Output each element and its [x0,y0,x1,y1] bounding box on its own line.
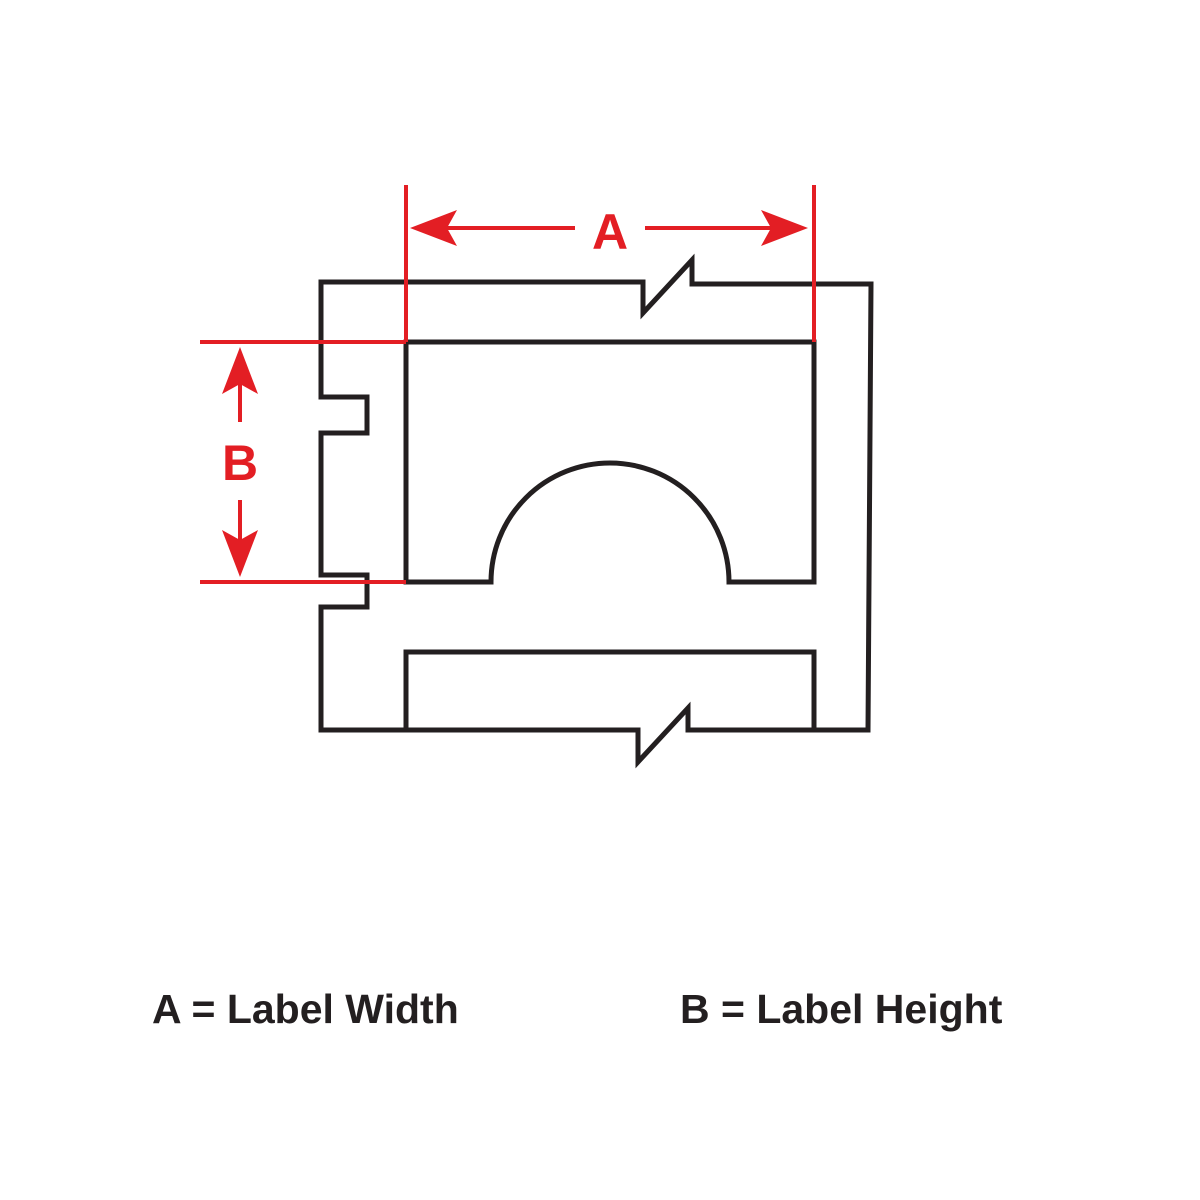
label-carrier-outline [318,253,874,769]
arrowhead-right-icon [761,210,808,246]
legend-label-height: B = Label Height [680,986,1003,1032]
lower-label-strip [403,649,817,730]
legend-label-width: A = Label Width [152,986,459,1032]
arrowhead-up-icon [222,347,258,394]
dimension-b: B [200,340,406,584]
dimension-b-label: B [222,435,258,491]
label-shape [403,339,817,585]
dimension-a-label: A [592,204,628,260]
arrowhead-down-icon [222,530,258,577]
dimension-a: A [404,185,816,342]
arrowhead-left-icon [410,210,457,246]
